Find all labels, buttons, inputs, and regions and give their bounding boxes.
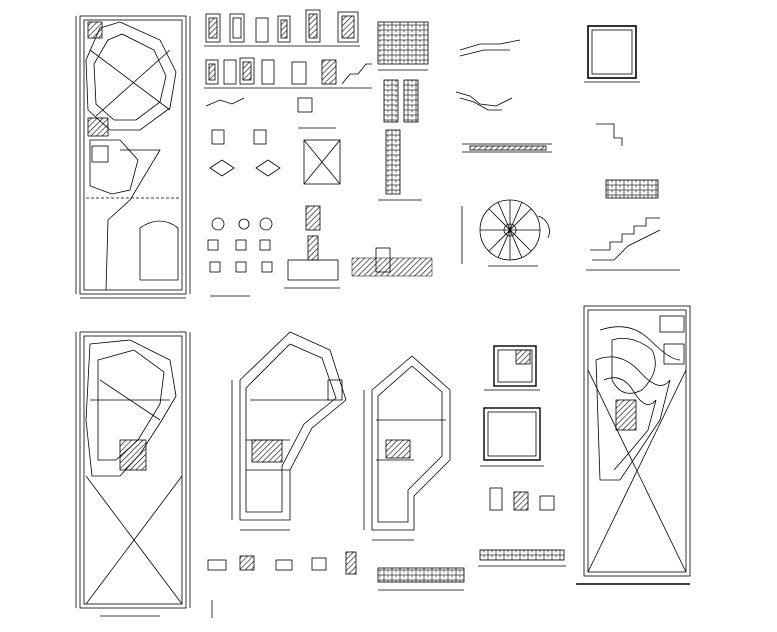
floor-plan-left	[75, 331, 191, 617]
spiral-stair	[461, 199, 550, 267]
room-plans-middle-right	[478, 345, 566, 567]
stair-sketches	[455, 39, 552, 153]
brick-elevations	[377, 21, 429, 123]
bottom-section-details	[207, 551, 465, 618]
site-plan-top	[75, 15, 191, 299]
section-details-row	[204, 9, 372, 89]
footing-details	[284, 235, 433, 289]
room-plan-top-right	[584, 25, 659, 199]
floor-plan-right	[363, 355, 451, 541]
floor-plan-middle	[231, 331, 347, 531]
stair-section-right	[586, 217, 680, 271]
topographic-site-plan	[576, 305, 691, 585]
detail-cluster-middle	[205, 97, 422, 297]
